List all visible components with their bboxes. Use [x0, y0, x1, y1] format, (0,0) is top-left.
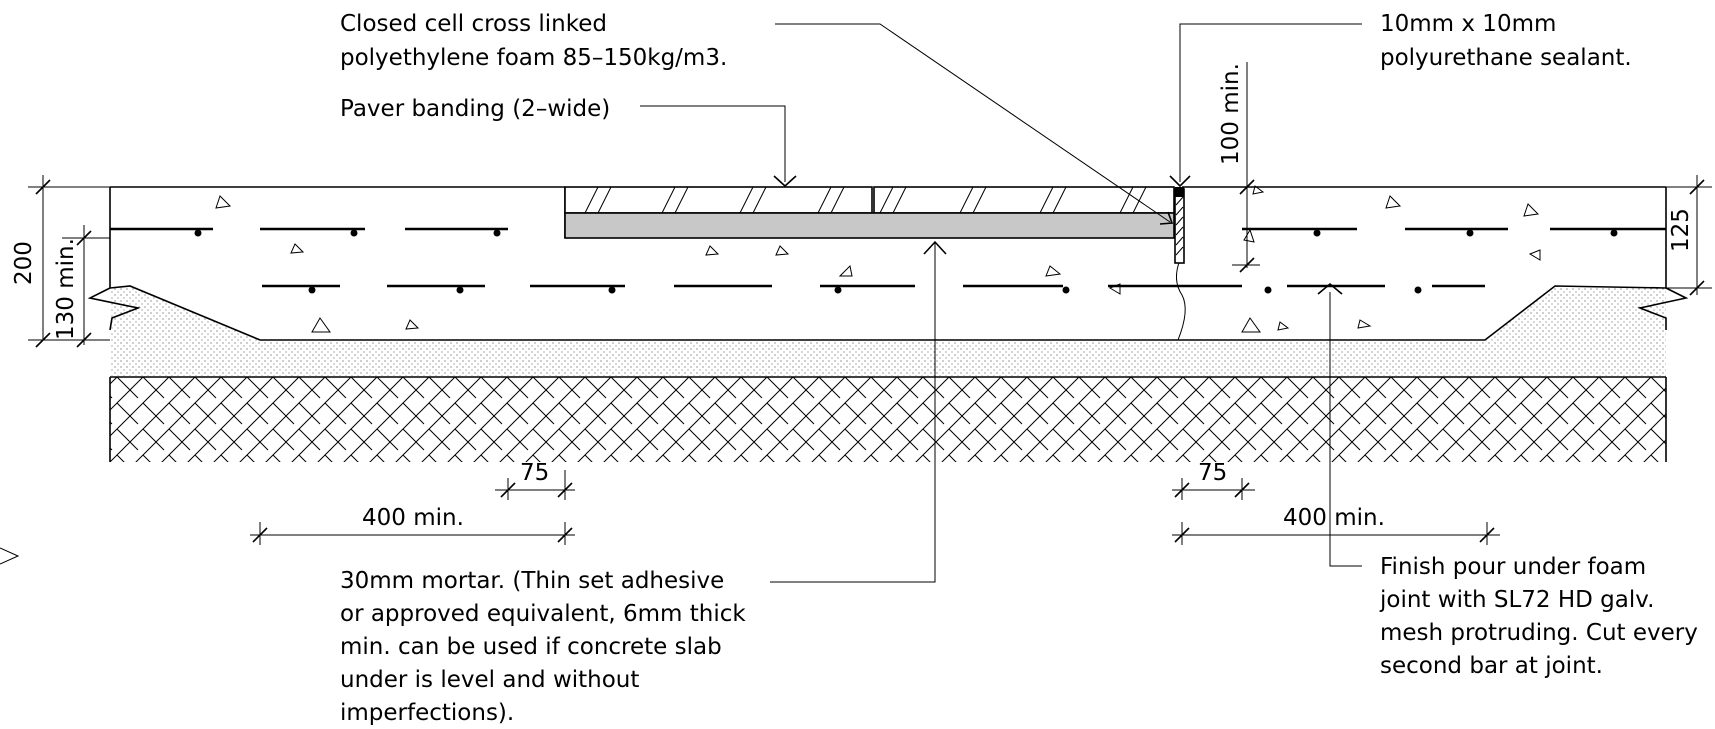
dim-400-right: 400 min.: [1283, 505, 1385, 531]
dim-400-left: 400 min.: [362, 505, 464, 531]
finish-label-2: joint with SL72 HD galv.: [1379, 587, 1654, 613]
sealant-label-2: polyurethane sealant.: [1380, 45, 1632, 71]
mortar-label-5: imperfections).: [340, 700, 514, 726]
dim-125: 125: [1668, 208, 1694, 252]
mortar-label-1: 30mm mortar. (Thin set adhesive: [340, 568, 724, 594]
mortar-label-2: or approved equivalent, 6mm thick: [340, 601, 746, 627]
dim-130-min: 130 min.: [53, 238, 79, 340]
dim-200: 200: [11, 241, 37, 285]
paver-banding: [564, 186, 1175, 214]
foam-label-2: polyethylene foam 85–150kg/m3.: [340, 45, 727, 71]
paver-label: Paver banding (2–wide): [340, 96, 610, 122]
mortar-label-4: under is level and without: [340, 667, 639, 693]
mortar-bed: [564, 212, 1175, 239]
sealant-label-1: 10mm x 10mm: [1380, 11, 1556, 37]
finish-label-3: mesh protruding. Cut every: [1380, 620, 1698, 646]
lower-mesh: [262, 284, 1485, 294]
dim-100-min: 100 min.: [1218, 63, 1244, 165]
dim-75-left: 75: [520, 460, 549, 486]
annotations: Closed cell cross linked polyethylene fo…: [340, 11, 1698, 726]
finish-label-4: second bar at joint.: [1380, 653, 1603, 679]
foam-label-1: Closed cell cross linked: [340, 11, 607, 37]
dim-75-right: 75: [1198, 460, 1227, 486]
dimension-text: 200 130 min. 100 min. 125 75 400 min. 75…: [11, 63, 1694, 531]
dimension-lines: [28, 62, 1712, 545]
leader-lines: [640, 23, 1362, 583]
foam-joint: [1174, 188, 1185, 264]
mortar-label-3: min. can be used if concrete slab: [340, 634, 722, 660]
sub-base-layer: [87, 285, 1689, 377]
edge-mark: [0, 547, 20, 565]
sealant: [1175, 187, 1184, 197]
natural-ground: [109, 376, 1667, 462]
upper-mesh: [110, 227, 1666, 237]
finish-label-1: Finish pour under foam: [1380, 554, 1646, 580]
